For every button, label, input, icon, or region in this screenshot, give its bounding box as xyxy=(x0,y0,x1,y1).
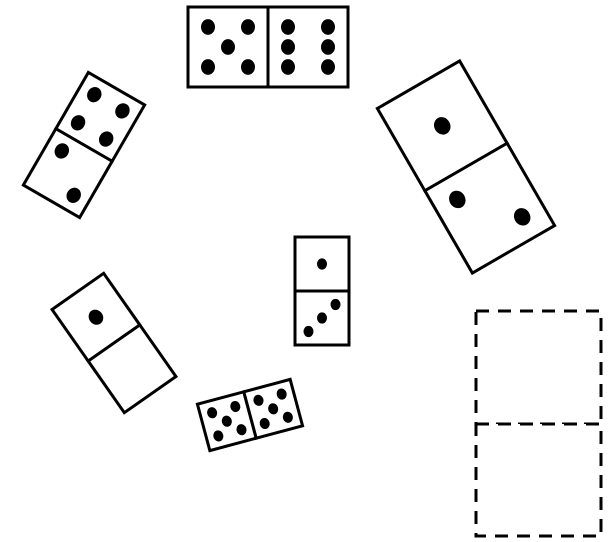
pip xyxy=(281,59,295,75)
domino-center-half-2 xyxy=(295,291,349,345)
pip xyxy=(241,19,255,35)
domino-top-half-2 xyxy=(268,7,348,87)
pip xyxy=(304,326,314,337)
pip xyxy=(221,39,235,55)
pip xyxy=(241,59,255,75)
domino-upper-left xyxy=(23,72,144,217)
pip xyxy=(321,59,335,75)
domino-top xyxy=(188,7,348,87)
domino-bottom-half-2 xyxy=(244,379,303,438)
domino-center-half-1 xyxy=(295,237,349,291)
answer-slot-half-1 xyxy=(476,311,601,424)
pip xyxy=(201,59,215,75)
pip xyxy=(331,299,341,310)
domino-right xyxy=(377,61,554,273)
domino-bottom xyxy=(197,379,302,450)
pip xyxy=(201,19,215,35)
pip xyxy=(321,19,335,35)
pip xyxy=(321,39,335,55)
answer-slot-half-2 xyxy=(476,424,601,536)
domino-top-half-1 xyxy=(188,7,268,87)
domino-center xyxy=(295,237,349,345)
answer-slot xyxy=(476,311,601,536)
pip xyxy=(281,39,295,55)
pip xyxy=(281,19,295,35)
domino-lower-left xyxy=(52,273,176,412)
pip xyxy=(317,258,327,269)
pip xyxy=(317,312,327,323)
